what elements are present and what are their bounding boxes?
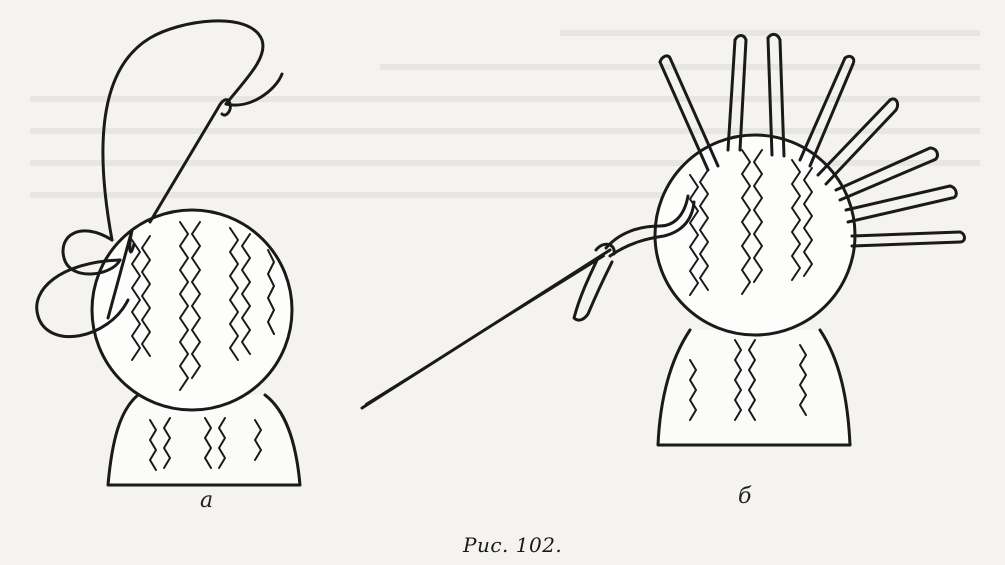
figure-caption: Рис. 102.: [463, 533, 562, 557]
panel-b-body: [658, 330, 850, 445]
panel-a-label: а: [200, 488, 213, 513]
panel-b-label: б: [738, 484, 751, 509]
panel-b-drawing: [362, 34, 965, 445]
panel-a-drawing: [37, 21, 300, 485]
